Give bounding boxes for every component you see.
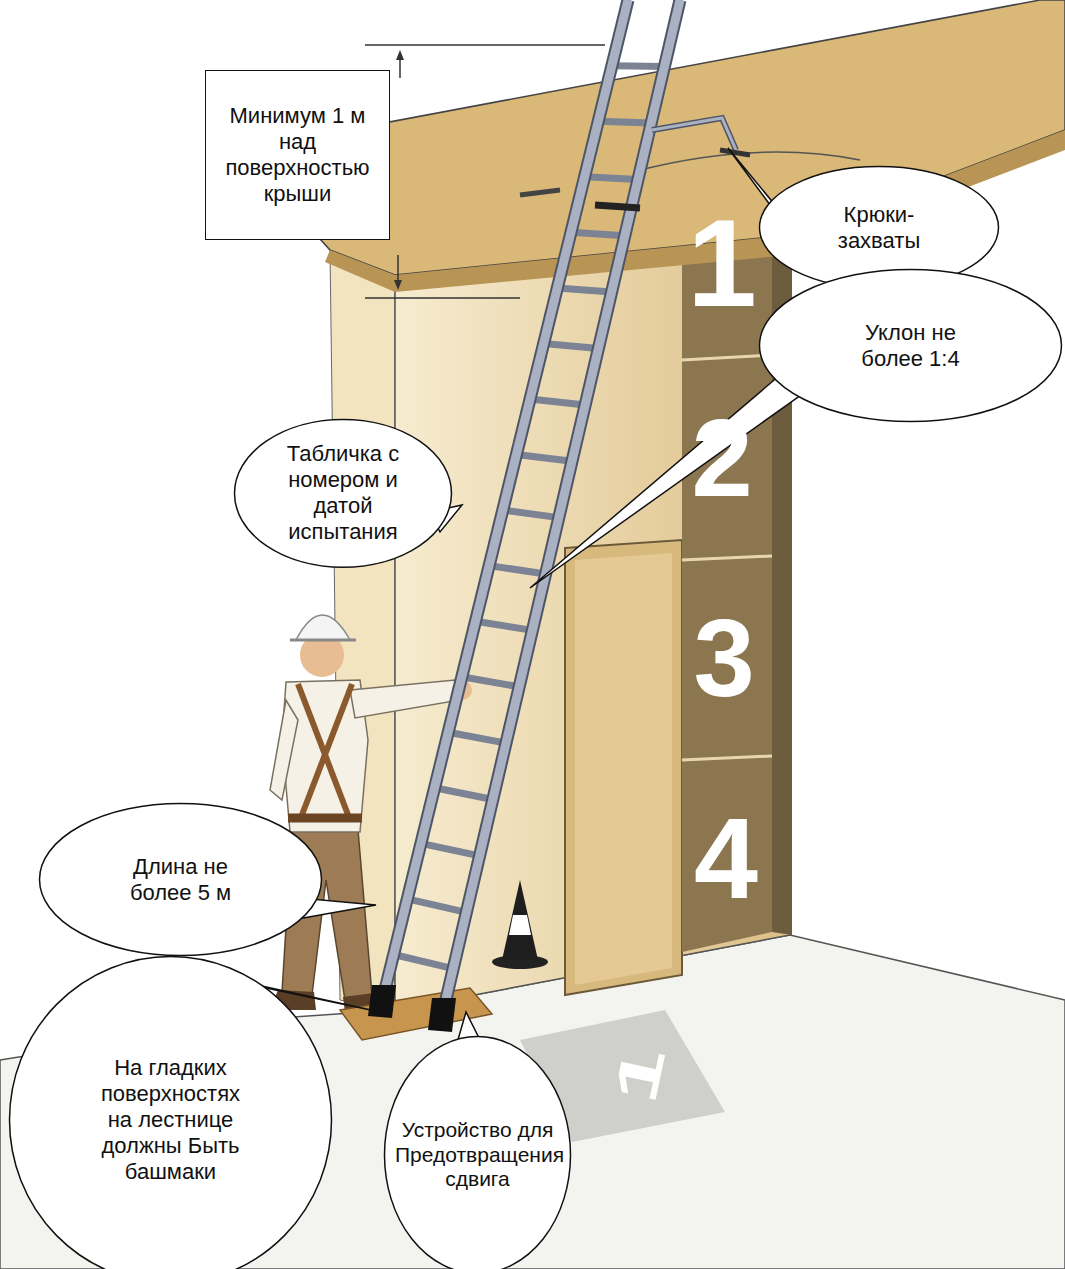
rung <box>462 677 519 687</box>
roof-hook <box>652 118 736 150</box>
dimension-line <box>365 297 520 299</box>
band-divider <box>682 556 772 560</box>
hat-brim <box>290 639 356 642</box>
number-band <box>682 170 772 952</box>
rung <box>598 121 651 123</box>
callout-text: Минимум 1 м над поверхностью крыши <box>215 103 380 207</box>
traffic-cone <box>492 880 548 969</box>
text-group: Табличка с номером и датой испытания <box>278 441 408 545</box>
text-group: Уклон не более 1:4 <box>841 320 981 372</box>
callout-tail <box>530 358 815 588</box>
callout-ellipse: Табличка с номером и датой испытания <box>233 418 453 569</box>
text-group: Крюки-захваты <box>824 202 934 254</box>
wall-number: 2 <box>691 403 752 513</box>
rung <box>448 732 506 743</box>
dimension-line <box>365 44 605 46</box>
text-group: Минимум 1 м над поверхностью крыши <box>215 103 380 207</box>
worker <box>270 615 472 1012</box>
ladder-shoe <box>428 998 456 1032</box>
text-group: На гладких поверхностях на лестнице долж… <box>96 1055 246 1185</box>
ellipse-shape <box>760 270 1062 422</box>
callout-ellipse: Уклон не более 1:4 <box>758 268 1063 423</box>
rung <box>421 843 480 856</box>
hard-hat <box>296 615 350 640</box>
rung <box>571 232 625 236</box>
rung <box>516 455 572 462</box>
callout-ellipse: Устройство для Предотвращения сдвига <box>383 1035 572 1269</box>
door-recess <box>565 540 682 995</box>
callout-text: Уклон не более 1:4 <box>841 320 981 372</box>
arrow-head <box>396 50 404 60</box>
rung <box>435 788 493 800</box>
ellipse-shape <box>235 420 452 568</box>
ellipse-shape <box>760 167 999 289</box>
tool-belt <box>288 814 362 823</box>
rung <box>585 177 638 180</box>
ladder-shoe <box>368 985 396 1018</box>
rung <box>557 288 611 292</box>
roof-clamp <box>520 190 560 195</box>
callout-text: Устройство для Предотвращения сдвига <box>395 1118 560 1192</box>
rung <box>394 955 454 969</box>
rung <box>544 343 599 348</box>
ellipse-shape <box>385 1037 571 1269</box>
callout-ellipse: Длина не более 5 м <box>38 802 323 957</box>
rung <box>476 621 533 630</box>
rung <box>503 510 559 517</box>
rung <box>530 399 585 405</box>
arm <box>350 680 460 718</box>
callout-ellipse: На гладких поверхностях на лестнице долж… <box>8 955 333 1269</box>
callout-text: На гладких поверхностях на лестнице долж… <box>96 1055 246 1185</box>
callout-text: Табличка с номером и датой испытания <box>278 441 408 545</box>
cone-stripe <box>509 915 531 935</box>
note-box: Минимум 1 м над поверхностью крыши <box>205 70 390 240</box>
ladder-strap <box>595 205 640 208</box>
wall-number: 1 <box>687 200 757 325</box>
text-group: Устройство для Предотвращения сдвига <box>395 1118 560 1192</box>
band-divider <box>682 756 772 760</box>
rung <box>489 566 545 574</box>
rung <box>407 899 466 912</box>
callout-text: Крюки-захваты <box>824 202 934 254</box>
wall-number: 4 <box>694 801 758 916</box>
roof-hook <box>652 118 736 150</box>
callout-text: Длина не более 5 м <box>111 854 251 906</box>
ladder-rail <box>440 0 680 1025</box>
cone-body <box>502 880 538 960</box>
arm <box>270 700 298 800</box>
ellipse-shape <box>10 957 332 1269</box>
harness-strap <box>300 684 352 820</box>
wall-number: 3 <box>693 603 754 713</box>
arrow-head <box>394 280 402 290</box>
hook-clamp <box>720 150 750 155</box>
text-group: Длина не более 5 м <box>111 854 251 906</box>
ellipse-shape <box>40 804 322 956</box>
band-divider <box>682 355 772 360</box>
rung <box>612 62 665 70</box>
door-panel <box>575 553 672 985</box>
ladder-rail <box>440 0 680 1025</box>
wall-edge <box>772 165 792 935</box>
